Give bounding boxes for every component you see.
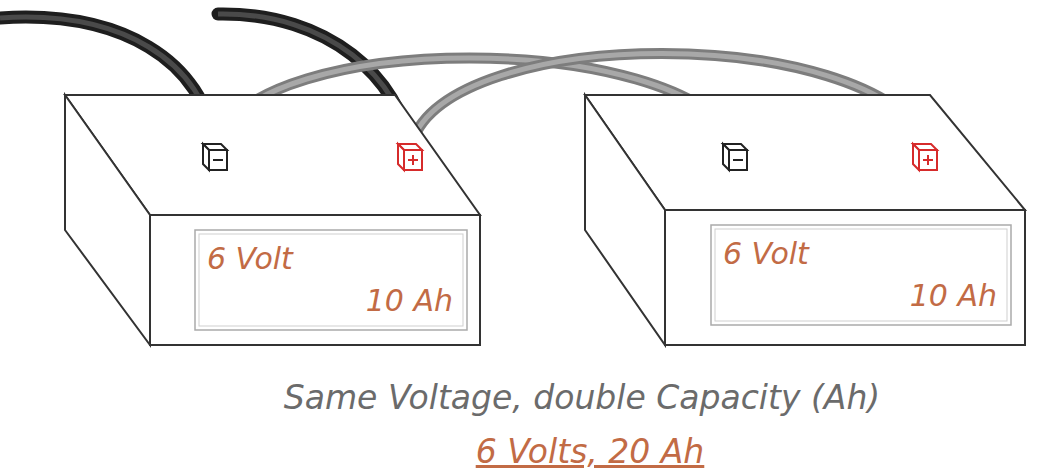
positive-terminal: [913, 144, 937, 170]
terminal-side: [723, 144, 729, 170]
terminal-front: [404, 150, 422, 170]
capacity-rating: 10 Ah: [366, 286, 453, 316]
voltage-rating: 6 Volt: [723, 239, 809, 269]
polarity-mark: [927, 155, 929, 165]
negative-terminal: [203, 144, 227, 170]
battery-front: [665, 210, 1025, 345]
voltage-rating: 6 Volt: [207, 244, 293, 274]
polarity-mark: [412, 155, 414, 165]
battery-side: [585, 95, 665, 345]
label-panel: [195, 230, 467, 330]
terminal-front: [919, 150, 937, 170]
result-rating: 6 Volts, 20 Ah: [476, 434, 705, 470]
battery-box: 6 Volt 10 Ah: [60, 88, 485, 350]
label-panel-inner: [715, 229, 1007, 321]
terminal-side: [203, 144, 209, 170]
negative-terminal: [723, 144, 747, 170]
label-panel-inner: [199, 234, 463, 326]
battery-box: 6 Volt 10 Ah: [578, 88, 1030, 350]
positive-terminal: [398, 144, 422, 170]
polarity-mark: [733, 159, 743, 161]
polarity-mark: [213, 159, 223, 161]
battery-front: [150, 215, 480, 345]
capacity-rating: 10 Ah: [910, 281, 997, 311]
terminal-side: [398, 144, 404, 170]
label-panel: [711, 225, 1011, 325]
terminal-side: [913, 144, 919, 170]
terminal-front: [209, 150, 227, 170]
terminal-front: [729, 150, 747, 170]
battery-side: [65, 95, 150, 345]
caption-note: Same Voltage, double Capacity (Ah): [284, 380, 880, 416]
